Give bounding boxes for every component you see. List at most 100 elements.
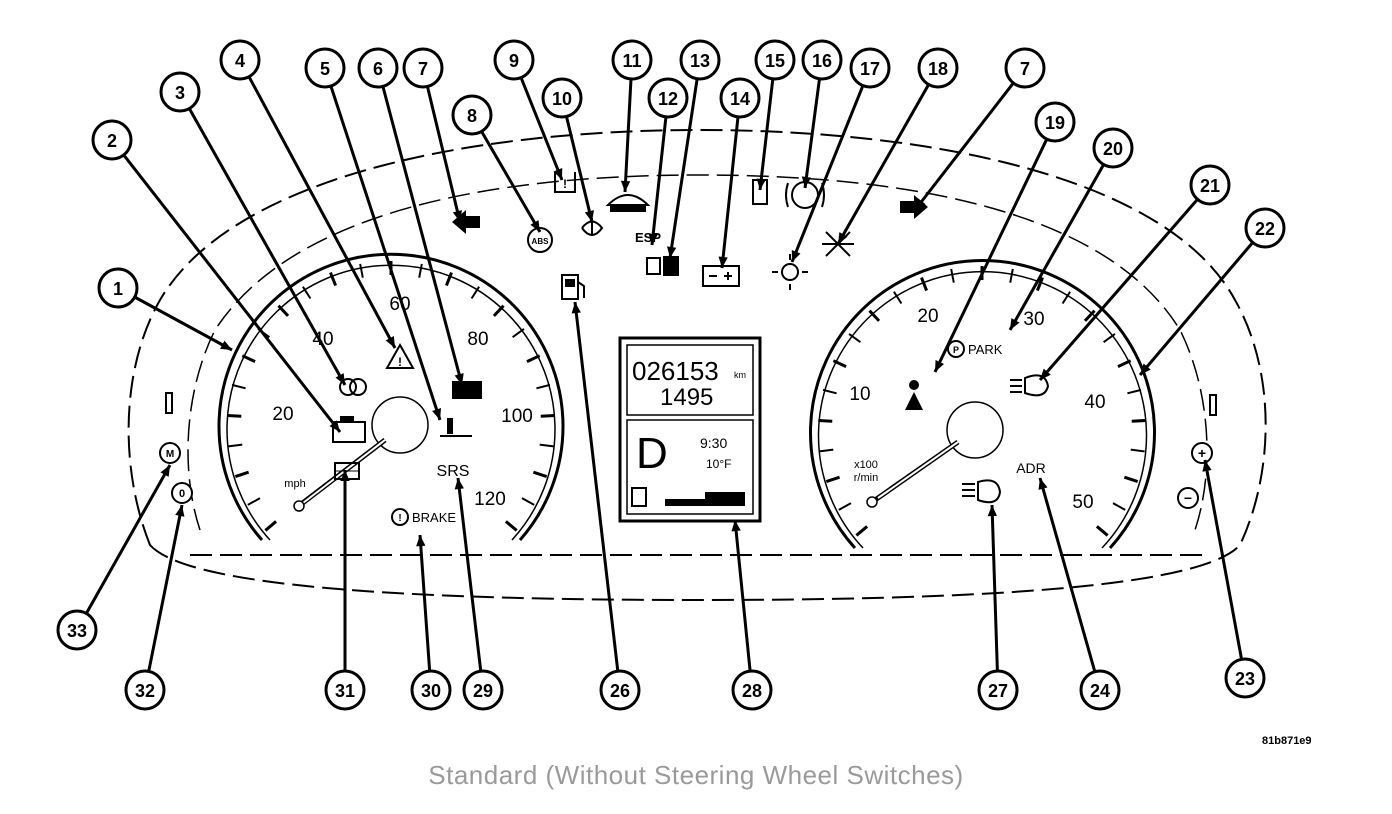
minus-button-label: − [1184, 490, 1192, 506]
adr-label: ADR [1016, 460, 1046, 476]
tach-tick-20: 20 [917, 306, 938, 327]
callout-bubble: 20 [1092, 127, 1134, 169]
indicator-row: ABS ! ESP [452, 172, 928, 300]
park-label: PARK [968, 342, 1003, 357]
svg-text:!: ! [398, 513, 401, 524]
callout-bubble: 5 [304, 47, 346, 89]
callout-arrowhead [530, 220, 540, 232]
callout-leader [470, 114, 542, 233]
tick-mark [1130, 448, 1145, 453]
minus-button[interactable]: − [1177, 487, 1199, 509]
tick-mark [492, 304, 505, 317]
callout-arrowhead [791, 250, 801, 262]
speedo-tick-80: 80 [467, 329, 488, 350]
tick-mark [470, 286, 480, 300]
tick-mark [329, 272, 338, 287]
mode-button[interactable]: M [159, 442, 181, 464]
svg-text:!: ! [563, 177, 567, 191]
washer-fluid-icon [605, 194, 651, 212]
tick-mark [1112, 502, 1126, 511]
callout-bubble: 1 [97, 267, 139, 309]
callout-arrowhead [801, 176, 812, 188]
callout-bubble: 28 [731, 669, 773, 711]
callout-arrowhead [1202, 460, 1212, 472]
callout-bubble: 18 [917, 47, 959, 89]
callout-bubble: 3 [159, 71, 201, 113]
callout-arrowhead [838, 232, 848, 244]
callout-bubble: 23 [1224, 657, 1266, 699]
tick-mark [1009, 268, 1014, 283]
callout-arrowhead [553, 168, 563, 180]
tick-mark [444, 272, 453, 287]
tick-mark [950, 268, 955, 283]
callout-leader [720, 97, 742, 269]
callout-leader [75, 464, 172, 631]
callout-bubble: 21 [1189, 164, 1231, 206]
callout-bubble: 15 [754, 39, 796, 81]
tick-mark [1095, 525, 1109, 537]
callout-number: 3 [175, 83, 185, 103]
tick-mark [1061, 291, 1071, 305]
left-indicator-slot [165, 392, 173, 414]
tick-mark [359, 263, 364, 278]
tach-unit-line1: x100 [854, 459, 878, 471]
callout-number: 26 [610, 681, 630, 701]
tick-mark [521, 497, 535, 506]
callout-bubble: 7 [1004, 47, 1046, 89]
callout-arrowhead [1010, 318, 1020, 330]
callout-arrowhead [987, 505, 998, 517]
callout-number: 16 [812, 51, 832, 71]
callout-bubble: 16 [801, 39, 843, 81]
low-fuel-icon [561, 274, 585, 300]
callout-leader [803, 59, 824, 189]
callout-bubble: 29 [462, 669, 504, 711]
callout-leader [573, 301, 622, 691]
speedo-tick-120: 120 [474, 489, 506, 510]
callout-number: 11 [622, 51, 641, 71]
tick-mark [228, 443, 243, 448]
callout-leader [238, 59, 397, 349]
callout-number: 28 [742, 681, 762, 701]
callout-bubble: 12 [647, 77, 689, 119]
tire-pressure-icon: ! [554, 172, 576, 193]
callout-bubble: 11 [611, 39, 653, 81]
abs-warning-icon: ABS [527, 227, 553, 253]
callout-bubble: 10 [541, 77, 583, 119]
fog-lamp-icon [1010, 374, 1050, 397]
callout-bubble: 26 [599, 669, 641, 711]
callout-arrowhead [220, 340, 232, 350]
odometer-unit: km [734, 370, 746, 380]
callout-arrowhead [452, 210, 462, 222]
tick-mark [302, 286, 312, 300]
callout-arrowhead [175, 505, 185, 517]
callout-arrowhead [584, 210, 594, 222]
callout-number: 6 [373, 59, 383, 79]
callout-number: 2 [107, 131, 117, 151]
outside-temp: 10°F [706, 457, 731, 471]
figure-reference: 81b871e9 [1262, 735, 1312, 747]
odometer-value: 026153 [632, 356, 719, 386]
callout-bubble: 33 [56, 609, 98, 651]
callout-number: 15 [765, 51, 785, 71]
callout-bubble: 4 [219, 39, 261, 81]
callout-leader [1038, 184, 1212, 381]
callout-arrowhead [718, 256, 728, 268]
tick-mark [818, 418, 833, 423]
callout-arrowhead [571, 302, 581, 314]
callout-number: 12 [658, 89, 678, 109]
left-switches: M 0 [159, 392, 193, 504]
callout-arrowhead [335, 373, 345, 385]
callout-number: 10 [552, 89, 572, 109]
reset-button[interactable]: 0 [171, 482, 193, 504]
callout-number: 8 [467, 106, 477, 126]
tick-mark [819, 448, 834, 453]
callout-leader [913, 67, 1027, 211]
callout-bubble: 6 [357, 47, 399, 89]
trip-value: 1495 [660, 384, 713, 411]
exterior-lamp-icon [772, 254, 808, 290]
plus-button[interactable]: + [1191, 442, 1213, 464]
tach-hub [946, 401, 1004, 459]
callout-number: 7 [418, 59, 428, 79]
